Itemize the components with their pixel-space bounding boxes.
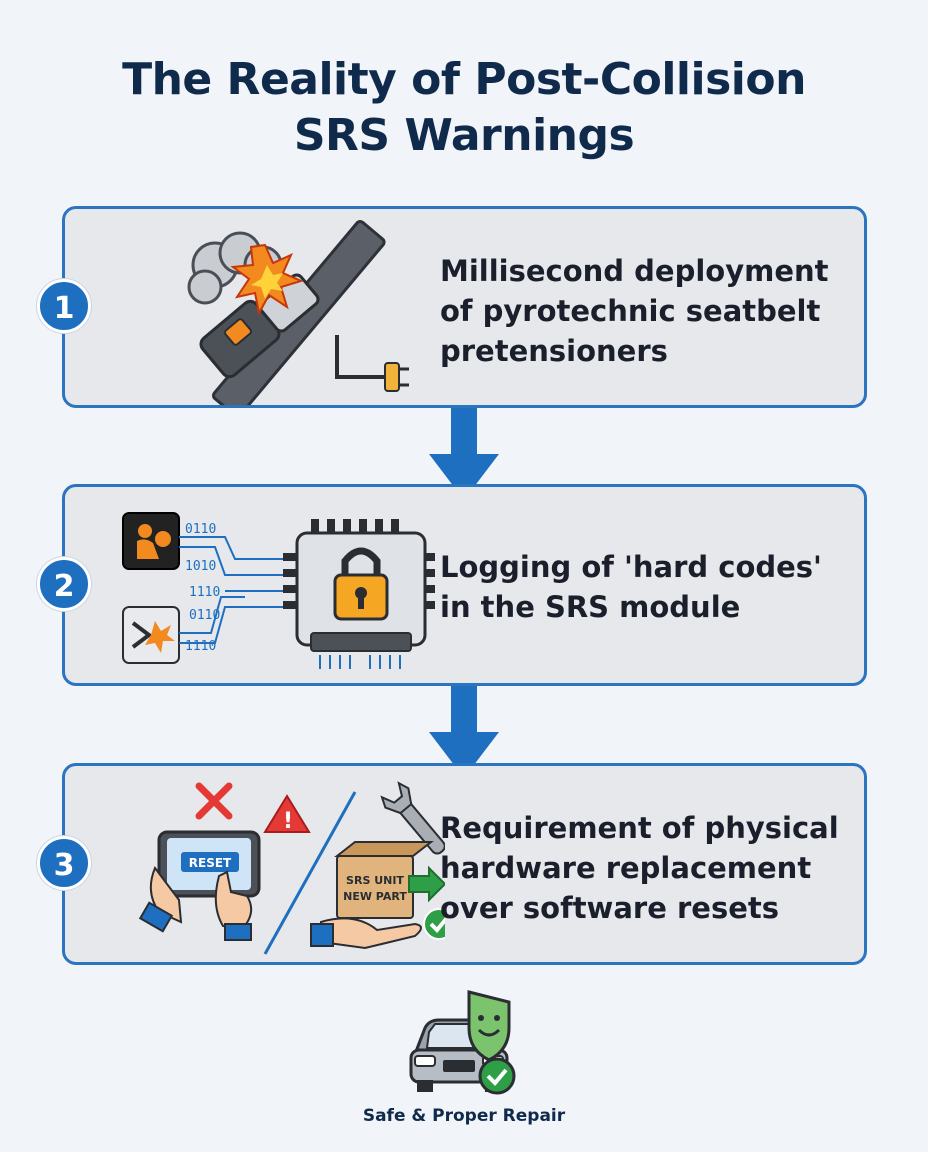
binary-label: 0110 (185, 522, 216, 537)
step-2-text: Logging of 'hard codes' in the SRS modul… (440, 550, 822, 624)
step-3-text: Requirement of physical hardware replace… (440, 811, 839, 925)
reset-button-label: RESET (189, 856, 232, 870)
page-title: The Reality of Post-Collision SRS Warnin… (0, 52, 928, 164)
box-label-line-2: NEW PART (343, 890, 407, 903)
binary-label: 0110 (189, 608, 220, 623)
binary-label: 1110 (189, 585, 220, 600)
binary-label: 1010 (185, 559, 216, 574)
locked-srs-module-icon: 0110 1010 1110 0110 1110 (122, 512, 435, 669)
svg-text:!: ! (283, 809, 293, 834)
step-1-text: Millisecond deployment of pyrotechnic se… (440, 254, 829, 368)
title-line-2: SRS Warnings (293, 110, 635, 161)
safe-car-shield-icon (409, 990, 516, 1095)
down-arrow-icon (429, 408, 499, 500)
step-1-badge: 1 (37, 279, 91, 333)
step-3-badge: 3 (37, 836, 91, 890)
hardware-vs-reset-icon: ! RESET SRS UNIT NEW PART (138, 781, 445, 955)
binary-label: 1110 (185, 639, 216, 654)
step-3-card: 3 ! RESET SRS UNIT NEW PART (37, 763, 867, 965)
seatbelt-pretensioner-icon (187, 219, 409, 405)
step-1-card: 1 Millisecond deployment of pyrotechnic … (37, 206, 867, 408)
step-2-card: 2 0110 1010 1110 0110 1110 (37, 484, 867, 686)
footer-label: Safe & Proper Repair (362, 1106, 566, 1126)
title-line-1: The Reality of Post-Collision (122, 54, 806, 105)
step-2-badge: 2 (37, 557, 91, 611)
box-label-line-1: SRS UNIT (346, 874, 404, 887)
down-arrow-icon (429, 686, 499, 778)
